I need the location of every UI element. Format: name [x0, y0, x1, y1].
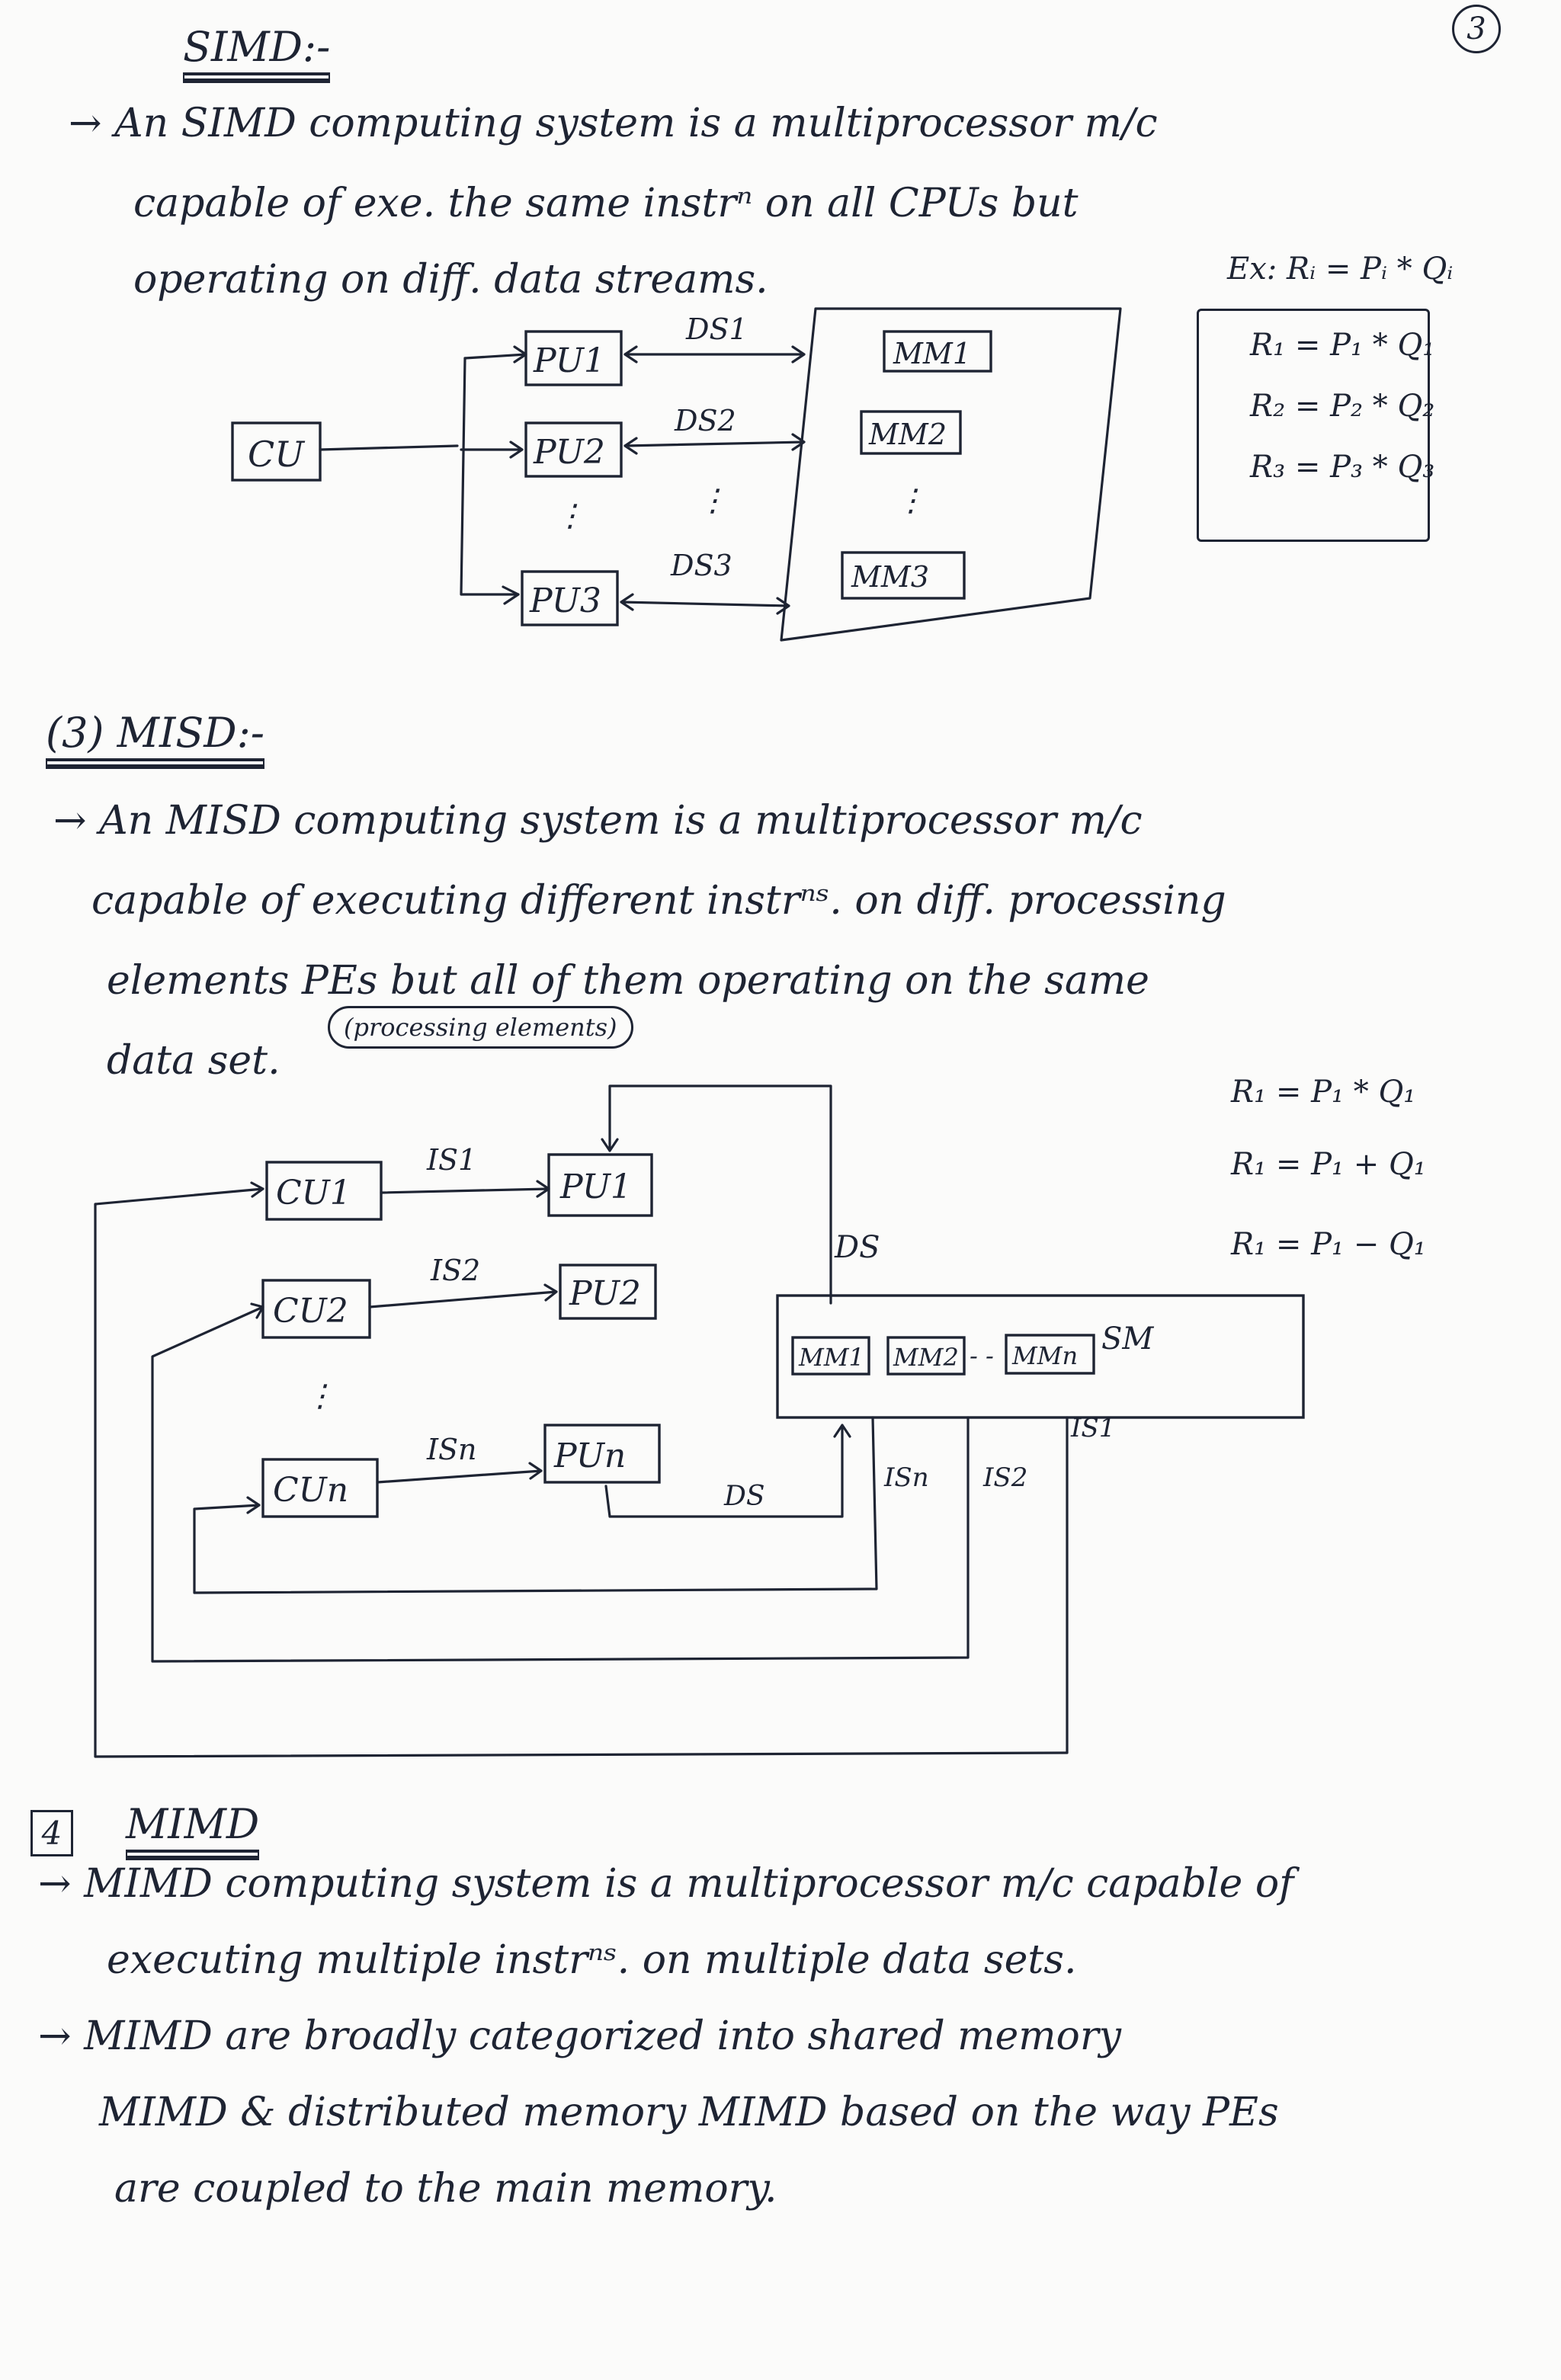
simd-para-line-3: operating on diff. data streams.: [133, 257, 768, 303]
svg-text:CU2: CU2: [273, 1292, 348, 1331]
simd-mm1-box: MM1: [883, 330, 992, 373]
svg-text:⋮: ⋮: [305, 1379, 335, 1414]
misd-pu1-box: PU1: [547, 1153, 653, 1217]
misd-ds-line-top: [601, 1084, 832, 1305]
misd-eq-2: R₁ = P₁ + Q₁: [1231, 1147, 1426, 1182]
misd-cu2-box: CU2: [261, 1279, 371, 1339]
mimd-heading: MIMD: [126, 1800, 260, 1853]
svg-text:MM1: MM1: [798, 1343, 864, 1372]
svg-text:PU2: PU2: [533, 433, 605, 472]
misd-eq-3: R₁ = P₁ − Q₁: [1231, 1227, 1426, 1262]
simd-ds2-line: [623, 433, 806, 455]
misd-ds-bottom-label: DS: [723, 1481, 765, 1512]
misd-is2-bottom-label: IS2: [982, 1462, 1027, 1493]
simd-example-box: [1197, 309, 1430, 542]
simd-arrow-pu2: [460, 440, 524, 459]
simd-ds1-line: [623, 345, 806, 364]
simd-example-label: Ex: Rᵢ = Pᵢ * Qᵢ: [1227, 251, 1454, 287]
misd-para-line-2: capable of executing different instrⁿˢ. …: [91, 878, 1226, 924]
svg-text:CUn: CUn: [273, 1471, 348, 1510]
misd-is2-arrow: [368, 1283, 558, 1309]
misd-loop-cu1: [94, 1181, 1069, 1758]
misd-is1-bottom-label: IS1: [1070, 1413, 1115, 1443]
misd-pun-box: PUn: [543, 1424, 661, 1484]
page-number: 3: [1452, 5, 1501, 53]
svg-text:PU2: PU2: [569, 1274, 641, 1313]
simd-pu2-box: PU2: [524, 421, 623, 478]
svg-text:- -: - -: [970, 1341, 994, 1370]
svg-text:PUn: PUn: [553, 1437, 626, 1475]
svg-text:MMn: MMn: [1011, 1341, 1078, 1370]
misd-loop-cu2: [151, 1302, 970, 1663]
misd-ds-line-bottom: [604, 1424, 851, 1518]
simd-pu3-box: PU3: [521, 570, 619, 626]
svg-text:MM2: MM2: [868, 418, 947, 451]
svg-text:⋮: ⋮: [555, 498, 585, 533]
simd-memory-block: [780, 307, 1122, 642]
misd-loop-cun: [193, 1416, 878, 1594]
misd-is2-label: IS2: [430, 1254, 480, 1287]
mimd-para-line-3: → MIMD are broadly categorized into shar…: [38, 2013, 1122, 2059]
misd-sm-label: SM: [1101, 1321, 1154, 1357]
simd-ds3-label: DS3: [670, 549, 732, 582]
simd-cu-box: CU: [231, 421, 322, 482]
misd-heading: (3) MISD:-: [46, 709, 265, 761]
simd-bus-line: [460, 357, 520, 596]
misd-para-line-4: data set.: [107, 1038, 280, 1084]
svg-text:⋮: ⋮: [896, 483, 926, 518]
svg-text:MM3: MM3: [851, 560, 929, 594]
mimd-para-line-1: → MIMD computing system is a multiproces…: [38, 1861, 1294, 1907]
misd-cu1-box: CU1: [265, 1161, 383, 1221]
misd-note: (processing elements): [328, 1006, 633, 1049]
simd-para-line-2: capable of exe. the same instrⁿ on all C…: [133, 181, 1079, 226]
simd-para-line-1: → An SIMD computing system is a multipro…: [69, 101, 1158, 146]
misd-para-line-3: elements PEs but all of them operating o…: [107, 958, 1149, 1004]
misd-cun-box: CUn: [261, 1458, 379, 1518]
simd-heading: SIMD:-: [183, 23, 331, 75]
simd-ds3-line: [620, 593, 790, 615]
misd-ds-label: DS: [834, 1230, 880, 1265]
simd-mm2-box: MM2: [860, 410, 962, 455]
simd-example-eq-3: R₃ = P₃ * Q₃: [1250, 450, 1435, 485]
misd-is1-arrow: [380, 1180, 550, 1198]
misd-para-line-1: → An MISD computing system is a multipro…: [53, 798, 1143, 844]
svg-text:PU3: PU3: [529, 581, 601, 620]
simd-ds2-label: DS2: [674, 404, 736, 437]
svg-text:MM2: MM2: [893, 1343, 959, 1372]
simd-cu-line: [319, 444, 459, 451]
svg-text:CU: CU: [248, 434, 306, 475]
svg-text:⋮: ⋮: [697, 483, 728, 518]
misd-isn-arrow: [376, 1462, 543, 1484]
simd-ds1-label: DS1: [685, 312, 748, 346]
simd-example-eq-2: R₂ = P₂ * Q₂: [1250, 389, 1435, 424]
misd-isn-label: ISn: [426, 1433, 477, 1466]
simd-mm3-box: MM3: [841, 551, 966, 600]
misd-is1-label: IS1: [426, 1143, 476, 1177]
mimd-para-line-5: are coupled to the main memory.: [114, 2166, 777, 2212]
svg-text:PU1: PU1: [559, 1168, 632, 1206]
misd-pu2-box: PU2: [559, 1264, 657, 1320]
simd-example-eq-1: R₁ = P₁ * Q₁: [1250, 328, 1435, 363]
misd-shared-memory: MM1 MM2 - - MMn: [776, 1294, 1305, 1419]
misd-isn-bottom-label: ISn: [883, 1462, 929, 1493]
svg-text:MM1: MM1: [893, 337, 971, 370]
svg-text:PU1: PU1: [533, 341, 605, 380]
mimd-para-line-2: executing multiple instrⁿˢ. on multiple …: [107, 1937, 1077, 1983]
mimd-heading-number: 4: [30, 1810, 73, 1856]
svg-text:CU1: CU1: [276, 1174, 351, 1212]
simd-pu1-box: PU1: [524, 330, 623, 386]
simd-arrow-pu3: [502, 585, 520, 605]
misd-eq-1: R₁ = P₁ * Q₁: [1231, 1075, 1416, 1110]
mimd-para-line-4: MIMD & distributed memory MIMD based on …: [99, 2090, 1279, 2135]
